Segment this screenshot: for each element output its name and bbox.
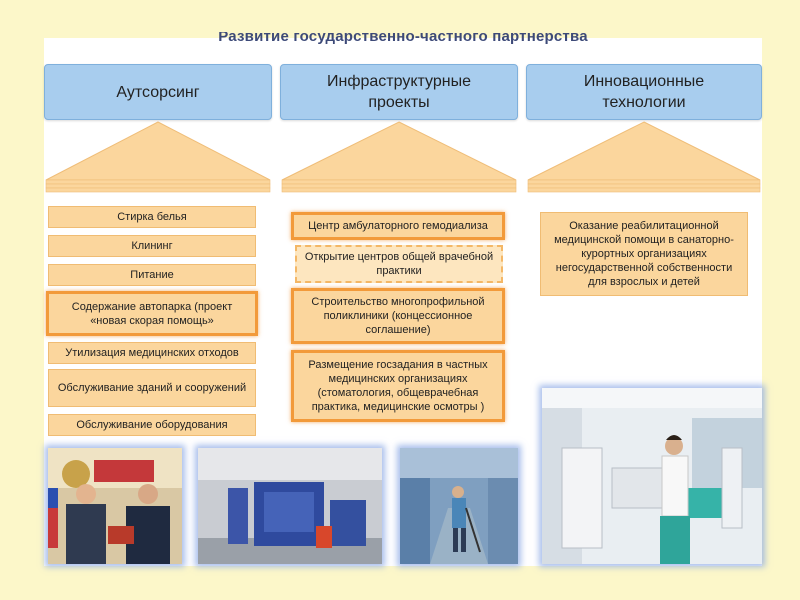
photo-dialysis-center (542, 388, 762, 564)
header-infrastructure: Инфраструктурные проекты (280, 64, 518, 120)
list-item-highlighted: Центр амбулаторного гемодиализа (291, 212, 505, 240)
list-item: Утилизация медицинских отходов (48, 342, 256, 364)
list-item: Оказание реабилитационной медицинской по… (540, 212, 748, 296)
photo-laundry-equipment (198, 448, 382, 564)
list-item: Клининг (48, 235, 256, 257)
list-item: Обслуживание оборудования (48, 414, 256, 436)
list-item-highlighted: Содержание автопарка (проект «новая скор… (46, 291, 258, 336)
list-item: Питание (48, 264, 256, 286)
slide: Развитие государственно-частного партнер… (44, 32, 762, 566)
house-shape-infrastructure (280, 120, 518, 202)
house-shape-outsourcing (44, 120, 272, 202)
slide-title: Развитие государственно-частного партнер… (218, 32, 588, 45)
photo-officials-handshake (48, 448, 182, 564)
list-item: Стирка белья (48, 206, 256, 228)
list-item-highlighted: Размещение госзадания в частных медицинс… (291, 350, 505, 422)
list-item: Обслуживание зданий и сооружений (48, 369, 256, 407)
header-innovation: Инновационные технологии (526, 64, 762, 120)
header-outsourcing: Аутсорсинг (44, 64, 272, 120)
list-item-highlighted: Строительство многопрофильной поликлиник… (291, 288, 505, 344)
photo-cleaning-corridor (400, 448, 518, 564)
list-item: Открытие центров общей врачебной практик… (295, 245, 503, 283)
house-shape-innovation (526, 120, 762, 202)
